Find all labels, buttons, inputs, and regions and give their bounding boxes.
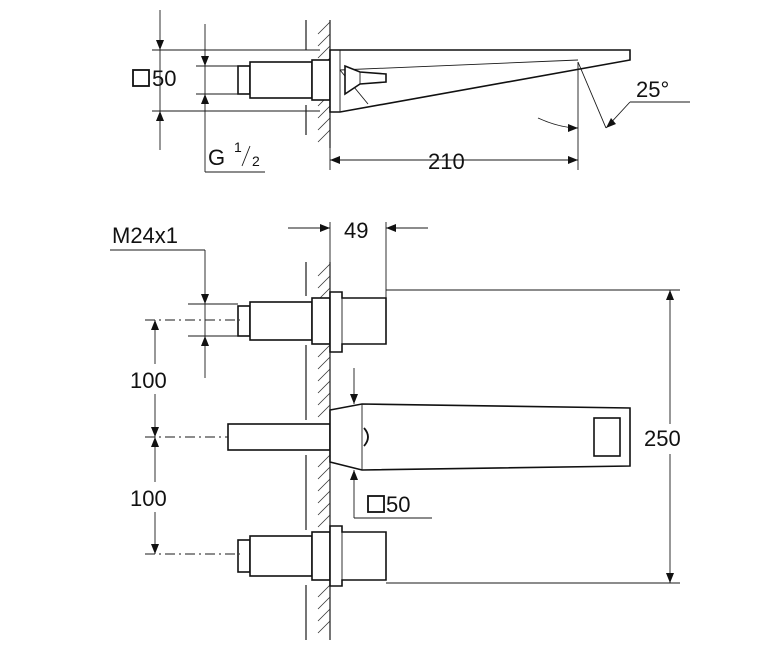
front-height-label: 250 (644, 426, 681, 451)
top-thread-label: G (208, 145, 225, 170)
top-square-dim: 50 (132, 10, 320, 150)
front-square-dim: 50 (350, 368, 432, 519)
front-center-lines (145, 319, 240, 555)
front-view: M24x1 49 100 100 (110, 218, 700, 640)
top-angle-label: 25° (636, 77, 669, 102)
front-thread-dim: M24x1 (110, 223, 238, 378)
top-square-label: 50 (152, 66, 176, 91)
front-height-dim: 250 (386, 289, 700, 584)
front-square-label: 50 (386, 492, 410, 517)
front-lower-valve (237, 525, 387, 587)
front-square-symbol (367, 495, 385, 513)
front-spacing-lower-label: 100 (130, 486, 167, 511)
front-spacing-upper-label: 100 (130, 368, 167, 393)
top-square-symbol (132, 69, 150, 87)
front-depth-dim: 49 (288, 218, 428, 298)
top-thread-dim: G 1 2 (196, 24, 265, 173)
top-thread-den: 2 (252, 153, 260, 169)
front-spout (227, 403, 631, 471)
front-thread-label: M24x1 (112, 223, 178, 248)
top-thread-num: 1 (234, 139, 242, 155)
top-spout (329, 49, 631, 113)
top-length-dim: 210 (329, 62, 579, 174)
front-upper-valve (237, 291, 387, 353)
top-view: 50 G 1 2 210 (132, 10, 690, 174)
front-spacing-dim: 100 100 (120, 320, 190, 554)
front-depth-label: 49 (344, 218, 368, 243)
top-valve (237, 59, 331, 101)
top-length-label: 210 (428, 149, 465, 174)
top-angle-dim: 25° (537, 61, 690, 132)
